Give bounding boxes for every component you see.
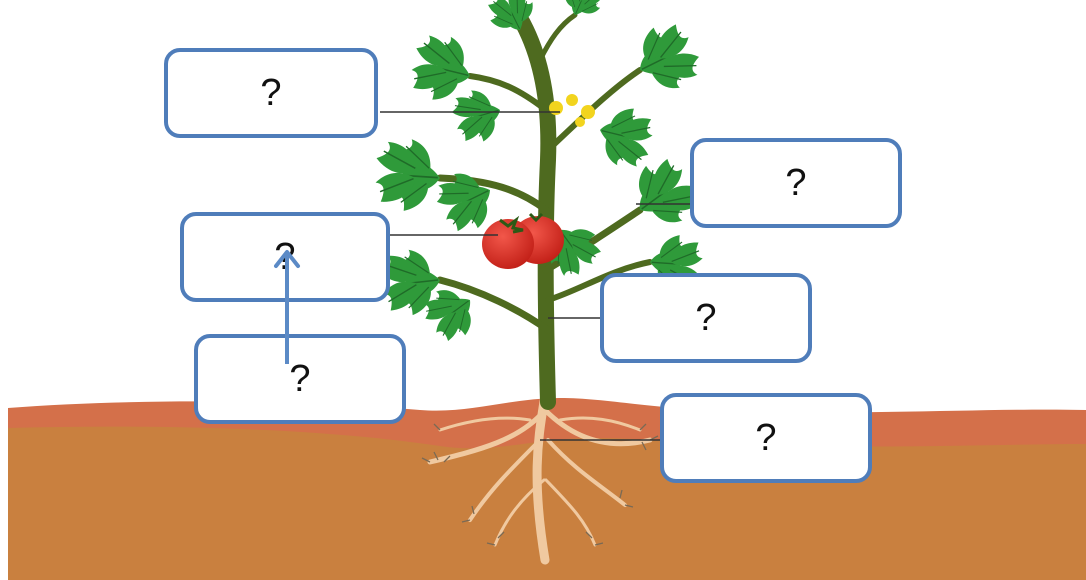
root-hairs xyxy=(421,423,659,546)
label-box-leaf[interactable]: ? xyxy=(690,138,902,228)
arrow-head-icon xyxy=(274,250,300,268)
label-box-root[interactable]: ? xyxy=(660,393,872,483)
growth-arrow xyxy=(274,250,300,364)
flowers xyxy=(549,94,595,127)
tomatoes xyxy=(482,212,564,269)
label-box-flower[interactable]: ? xyxy=(164,48,378,138)
label-box-seed[interactable]: ? xyxy=(194,334,406,424)
label-text-seed: ? xyxy=(289,357,311,400)
stem xyxy=(436,10,653,410)
label-text-stem: ? xyxy=(695,296,717,339)
label-text-leaf: ? xyxy=(785,161,807,204)
label-box-stem[interactable]: ? xyxy=(600,273,812,363)
label-text-flower: ? xyxy=(260,71,282,114)
leader-lines xyxy=(380,111,690,441)
label-text-root: ? xyxy=(755,416,777,459)
